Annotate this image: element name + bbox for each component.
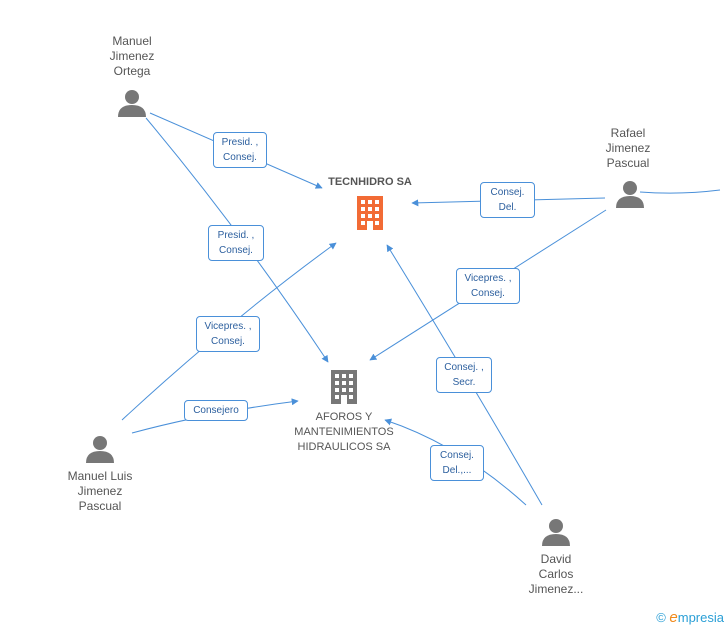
relation-label-rafael-aforos[interactable]: Vicepres. , Consej. — [456, 268, 520, 304]
person-icon-manuel-luis-jimenez-pascual[interactable] — [86, 436, 114, 463]
person-name-line: Pascual — [78, 499, 122, 513]
edge-rafael-extra — [639, 189, 721, 194]
aforos-building-icon[interactable] — [331, 370, 357, 404]
relation-text: Secr. — [452, 377, 476, 388]
brand-name: mpresia — [677, 610, 724, 625]
relation-text: Del. — [498, 202, 517, 213]
relation-label-david-aforos[interactable]: Consej. Del.,... — [430, 445, 484, 481]
person-name-line: Rafael — [610, 126, 646, 140]
relation-text: Consej. — [440, 450, 474, 461]
person-name-line: David — [540, 552, 572, 566]
relation-text: Consej. — [223, 152, 257, 163]
relation-label-manuel-lj-aforos[interactable]: Consejero — [184, 400, 248, 421]
person-name-line: Carlos — [538, 567, 574, 581]
relation-text: Consej. — [211, 336, 245, 347]
tecnhidro-building-icon[interactable] — [357, 196, 383, 230]
person-name-line: Manuel Luis — [67, 469, 133, 483]
person-name-line: Jimenez — [605, 141, 651, 155]
relation-text: Presid. , — [221, 137, 259, 148]
aforos-name-line-2: MANTENIMIENTOS — [294, 426, 394, 438]
person-label-manuel-luis-jimenez-pascual[interactable]: Manuel Luis Jimenez Pascual — [52, 469, 148, 514]
relation-label-manuel-jo-aforos[interactable]: Presid. , Consej. — [208, 225, 264, 261]
relation-text: Vicepres. , — [204, 321, 252, 332]
person-label-rafael-jimenez-pascual[interactable]: Rafael Jimenez Pascual — [588, 126, 668, 171]
person-label-david-carlos-jimenez[interactable]: David Carlos Jimenez... — [514, 552, 598, 597]
person-name-line: Pascual — [606, 156, 650, 170]
aforos-name-line-3: HIDRAULICOS SA — [297, 441, 391, 453]
relation-text: Consej. — [471, 288, 505, 299]
relation-label-david-tecnhidro[interactable]: Consej. , Secr. — [436, 357, 492, 393]
relation-text: Del.,... — [442, 465, 472, 476]
tecnhidro-label[interactable]: TECNHIDRO SA — [310, 175, 430, 190]
person-name-line: Jimenez... — [528, 582, 584, 596]
tecnhidro-name[interactable]: TECNHIDRO SA — [328, 176, 412, 188]
empresia-watermark[interactable]: © empresia — [656, 609, 724, 626]
person-name-line: Ortega — [113, 64, 151, 78]
person-icon-manuel-jimenez-ortega[interactable] — [118, 90, 146, 117]
person-icon-david-carlos-jimenez[interactable] — [542, 519, 570, 546]
person-icon-rafael-jimenez-pascual[interactable] — [616, 181, 644, 208]
relation-text: Consej. , — [444, 362, 484, 373]
aforos-label[interactable]: AFOROS Y MANTENIMIENTOS HIDRAULICOS SA — [284, 410, 404, 455]
relation-label-manuel-jo-tecnhidro[interactable]: Presid. , Consej. — [213, 132, 267, 168]
person-name-line: Jimenez — [77, 484, 123, 498]
brand-e: e — [669, 609, 678, 626]
person-label-manuel-jimenez-ortega[interactable]: Manuel Jimenez Ortega — [92, 34, 172, 79]
relation-label-rafael-tecnhidro[interactable]: Consej. Del. — [480, 182, 535, 218]
copyright-icon: © — [656, 610, 666, 625]
relation-label-manuel-lj-tecnhidro[interactable]: Vicepres. , Consej. — [196, 316, 260, 352]
aforos-name-line-1: AFOROS Y — [315, 411, 373, 423]
relation-text: Consej. — [490, 187, 525, 198]
relation-text: Consejero — [193, 405, 239, 416]
relation-text: Vicepres. , — [464, 273, 512, 284]
relation-text: Consej. — [219, 245, 253, 256]
person-name-line: Manuel — [112, 34, 152, 48]
person-name-line: Jimenez — [109, 49, 155, 63]
relation-text: Presid. , — [217, 230, 255, 241]
